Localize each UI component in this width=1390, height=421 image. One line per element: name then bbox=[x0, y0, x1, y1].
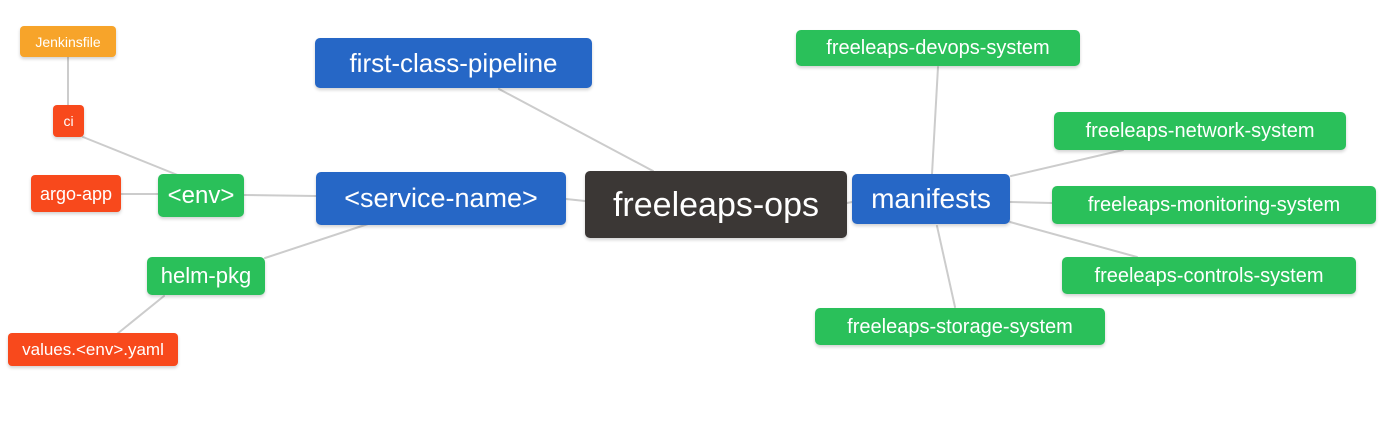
edge-manifests-network-system bbox=[1010, 149, 1124, 177]
edge-service-name-freeleaps-ops bbox=[565, 198, 586, 202]
node-env[interactable]: <env> bbox=[158, 174, 244, 217]
edge-manifests-storage-system bbox=[936, 225, 956, 308]
edge-ci-env bbox=[82, 136, 181, 177]
node-freeleaps-monitoring-system[interactable]: freeleaps-monitoring-system bbox=[1052, 186, 1376, 224]
edge-manifests-controls-system bbox=[1009, 221, 1138, 258]
node-freeleaps-devops-system[interactable]: freeleaps-devops-system bbox=[796, 30, 1080, 66]
edge-env-service-name bbox=[243, 194, 317, 197]
node-ci[interactable]: ci bbox=[53, 105, 84, 137]
node-argo-app[interactable]: argo-app bbox=[31, 175, 121, 212]
edge-manifests-monitoring-system bbox=[1009, 201, 1053, 204]
edge-manifests-devops-system bbox=[931, 66, 939, 175]
node-jenkinsfile[interactable]: Jenkinsfile bbox=[20, 26, 116, 57]
node-freeleaps-ops-root[interactable]: freeleaps-ops bbox=[585, 171, 847, 238]
edge-first-class-pipeline-freeleaps-ops bbox=[498, 88, 654, 172]
node-service-name[interactable]: <service-name> bbox=[316, 172, 566, 225]
node-freeleaps-network-system[interactable]: freeleaps-network-system bbox=[1054, 112, 1346, 150]
edge-service-name-helm-pkg bbox=[264, 223, 369, 259]
node-manifests[interactable]: manifests bbox=[852, 174, 1010, 224]
node-first-class-pipeline[interactable]: first-class-pipeline bbox=[315, 38, 592, 88]
node-values-env-yaml[interactable]: values.<env>.yaml bbox=[8, 333, 178, 366]
node-freeleaps-storage-system[interactable]: freeleaps-storage-system bbox=[815, 308, 1105, 345]
node-helm-pkg[interactable]: helm-pkg bbox=[147, 257, 265, 295]
node-freeleaps-controls-system[interactable]: freeleaps-controls-system bbox=[1062, 257, 1356, 294]
edge-helm-pkg-values-yaml bbox=[116, 295, 165, 335]
